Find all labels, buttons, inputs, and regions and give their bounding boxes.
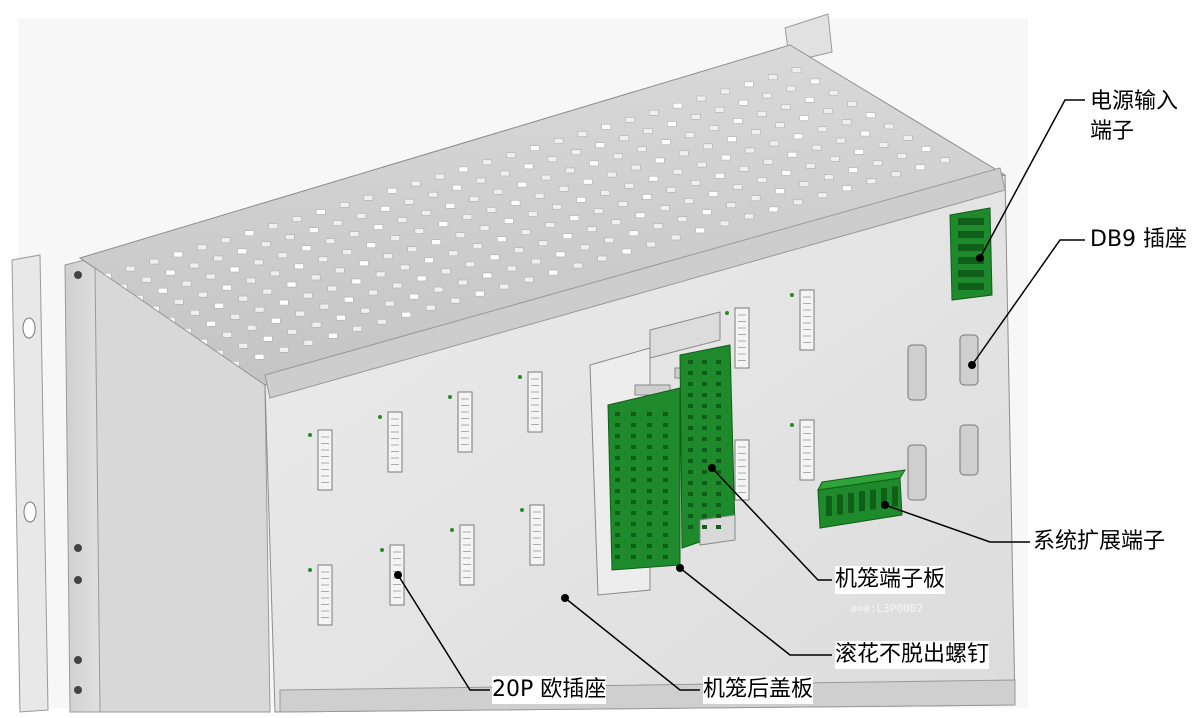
system-expansion-terminal-block: [817, 469, 906, 529]
system-expansion-terminal-label: 系统扩展端子: [1033, 528, 1166, 556]
cage-terminal-board: [589, 311, 736, 596]
power-terminal-label-line1: 电源输入: [1090, 88, 1179, 116]
euro-socket-20p-label: 20P 欧插座: [492, 676, 607, 704]
chassis-left-face: [94, 267, 271, 713]
side-holes: [74, 271, 82, 694]
db9-socket-label: DB9 插座: [1090, 226, 1188, 254]
rear-panel-rail: [264, 167, 1006, 399]
leader-dots: [394, 254, 984, 602]
db9-connectors: [907, 334, 979, 501]
cage-terminal-board-label: 机笼端子板: [835, 566, 946, 594]
leader-lines: [397, 99, 1085, 691]
euro-sockets: [308, 289, 815, 626]
left-rack-ear: [11, 254, 49, 713]
power-input-terminal-block: [949, 207, 993, 301]
rear-cover-plate-label: 机笼后盖板: [703, 676, 814, 704]
knurled-captive-screw-label: 滚花不脱出螺钉: [835, 641, 990, 669]
power-terminal-label-line2: 端子: [1090, 118, 1135, 146]
panel-marking: ø∞æ:L3P0002: [850, 602, 923, 615]
